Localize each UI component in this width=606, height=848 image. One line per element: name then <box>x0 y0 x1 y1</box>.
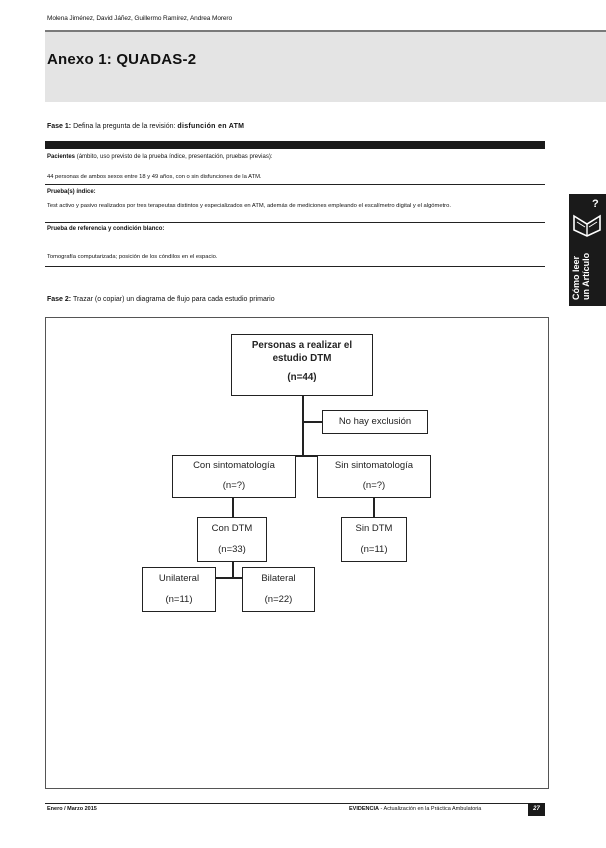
connector-exclusion <box>302 421 323 423</box>
fase1-label: Fase 1: <box>47 123 72 130</box>
side-tab: ? <box>569 194 606 306</box>
connector-root-trunk <box>302 395 304 456</box>
exclusion-label: No hay exclusión <box>338 416 412 427</box>
header-authors: Molena Jiménez, David Jáñez, Guillermo R… <box>47 15 233 22</box>
footer-journal: EVIDENCIA <box>349 806 379 812</box>
patients-hint: (ámbito, uso previsto de la prueba índic… <box>76 154 273 160</box>
index-test-label: Prueba(s) índice: <box>47 189 96 195</box>
page-title: Anexo 1: QUADAS-2 <box>47 51 197 68</box>
con-sint-count: (n=?) <box>222 480 246 491</box>
connector-con-dtm <box>232 497 234 518</box>
divider <box>45 184 545 185</box>
flow-node-sin-sintomatologia: Sin sintomatología (n=?) <box>317 455 431 498</box>
reference-label-line: Prueba de referencia y condición blanco: <box>47 226 164 232</box>
patients-label-line: Pacientes (ámbito, uso previsto de la pr… <box>47 154 272 160</box>
footer-rule <box>45 803 545 804</box>
root-count: (n=44) <box>287 372 317 383</box>
root-line1: Personas a realizar el <box>251 340 353 351</box>
unilateral-count: (n=11) <box>165 594 193 605</box>
page-number: 27 <box>528 803 545 816</box>
side-tab-line2: un Artículo <box>581 252 591 300</box>
flow-node-con-dtm: Con DTM (n=33) <box>197 517 267 562</box>
footer-date: Enero / Marzo 2015 <box>47 806 97 812</box>
fase1-answer: disfunción en ATM <box>177 123 245 130</box>
flow-node-unilateral: Unilateral (n=11) <box>142 567 216 612</box>
reference-label: Prueba de referencia y condición blanco: <box>47 226 165 232</box>
footer-subtitle: - Actualización en la Práctica Ambulator… <box>378 806 482 812</box>
flow-diagram-frame <box>45 317 549 789</box>
sin-sint-count: (n=?) <box>362 480 386 491</box>
fase2-label: Fase 2: <box>47 296 72 303</box>
connector-sin-dtm <box>373 497 375 518</box>
side-tab-line1: Cómo leer <box>571 255 581 300</box>
index-test-label-line: Prueba(s) índice: <box>47 189 96 195</box>
header-rule <box>45 30 606 32</box>
section-bar <box>45 141 545 149</box>
unilateral-label: Unilateral <box>158 573 200 584</box>
footer-journal-line: EVIDENCIA - Actualización en la Práctica… <box>349 806 481 812</box>
patients-label: Pacientes <box>47 154 76 160</box>
con-dtm-count: (n=33) <box>218 544 246 555</box>
con-dtm-label: Con DTM <box>211 523 253 534</box>
con-sint-label: Con sintomatología <box>193 460 275 471</box>
flow-node-bilateral: Bilateral (n=22) <box>242 567 315 612</box>
open-book-icon: ? <box>573 198 601 237</box>
root-line2: estudio DTM <box>272 353 332 364</box>
fase1-text: Defina la pregunta de la revisión: <box>73 123 176 130</box>
index-test-answer: Test activo y pasivo realizados por tres… <box>47 203 451 209</box>
bilateral-count: (n=22) <box>264 594 293 605</box>
reference-answer: Tomografía computarizada; posición de lo… <box>47 254 218 260</box>
fase1-line: Fase 1: Defina la pregunta de la revisió… <box>47 123 244 130</box>
divider <box>45 222 545 223</box>
divider <box>45 266 545 267</box>
connector-dtm-branch <box>215 577 243 579</box>
side-tab-label: Cómo leer un Artículo <box>571 190 591 300</box>
connector-dtm-trunk <box>232 561 234 578</box>
svg-text:?: ? <box>592 198 599 210</box>
sin-dtm-count: (n=11) <box>360 544 388 555</box>
title-band <box>45 32 606 102</box>
flow-node-sin-dtm: Sin DTM (n=11) <box>341 517 407 562</box>
flow-node-exclusion: No hay exclusión <box>322 410 428 434</box>
bilateral-label: Bilateral <box>261 573 296 584</box>
flow-node-root: Personas a realizar el estudio DTM (n=44… <box>231 334 373 396</box>
sin-dtm-label: Sin DTM <box>355 523 393 534</box>
fase2-text: Trazar (o copiar) un diagrama de flujo p… <box>72 296 275 303</box>
sin-sint-label: Sin sintomatología <box>334 460 414 471</box>
fase2-line: Fase 2: Trazar (o copiar) un diagrama de… <box>47 296 275 303</box>
connector-branch <box>234 455 370 457</box>
patients-answer: 44 personas de ambos sexos entre 18 y 49… <box>47 174 262 180</box>
flow-node-con-sintomatologia: Con sintomatología (n=?) <box>172 455 296 498</box>
